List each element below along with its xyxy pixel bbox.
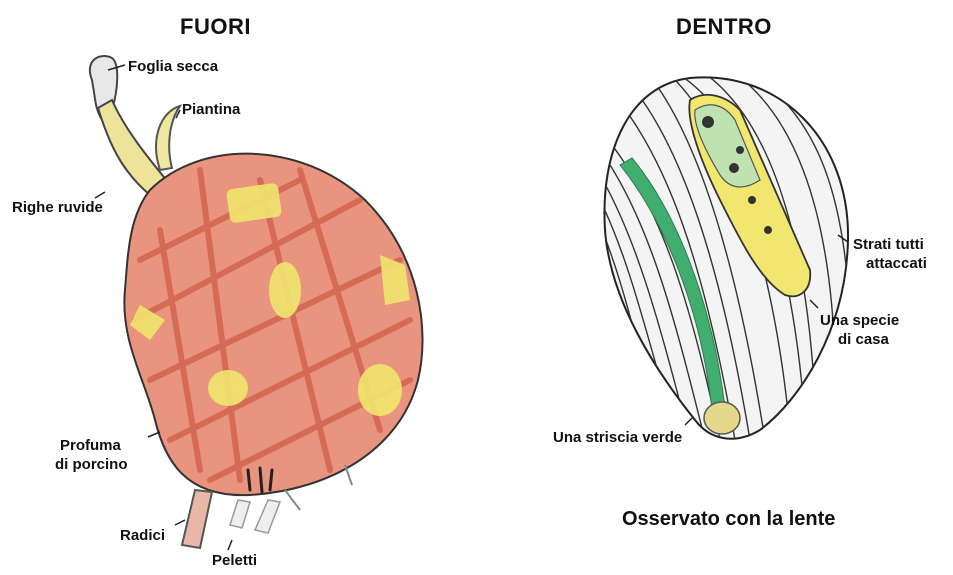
onion-cross-section [600, 70, 860, 440]
label-piantina: Piantina [182, 100, 240, 119]
label-profuma: Profuma [60, 436, 121, 455]
bottom-blob [704, 402, 740, 434]
root-shape [182, 490, 212, 548]
label-strati-tutti: Strati tutti [853, 235, 924, 254]
label-attaccati: attaccati [866, 254, 927, 273]
label-di-porcino: di porcino [55, 455, 128, 474]
title-fuori: FUORI [180, 14, 251, 40]
label-peletti: Peletti [212, 551, 257, 570]
label-di-casa: di casa [838, 330, 889, 349]
label-foglia-secca: Foglia secca [128, 57, 218, 76]
label-righe-ruvide: Righe ruvide [12, 198, 103, 217]
caption-osservato: Osservato con la lente [622, 508, 835, 531]
label-radici: Radici [120, 526, 165, 545]
label-una-striscia-verde: Una striscia verde [553, 428, 682, 447]
title-dentro: DENTRO [676, 14, 772, 40]
label-una-specie: Una specie [820, 311, 899, 330]
onion-exterior [90, 56, 423, 548]
